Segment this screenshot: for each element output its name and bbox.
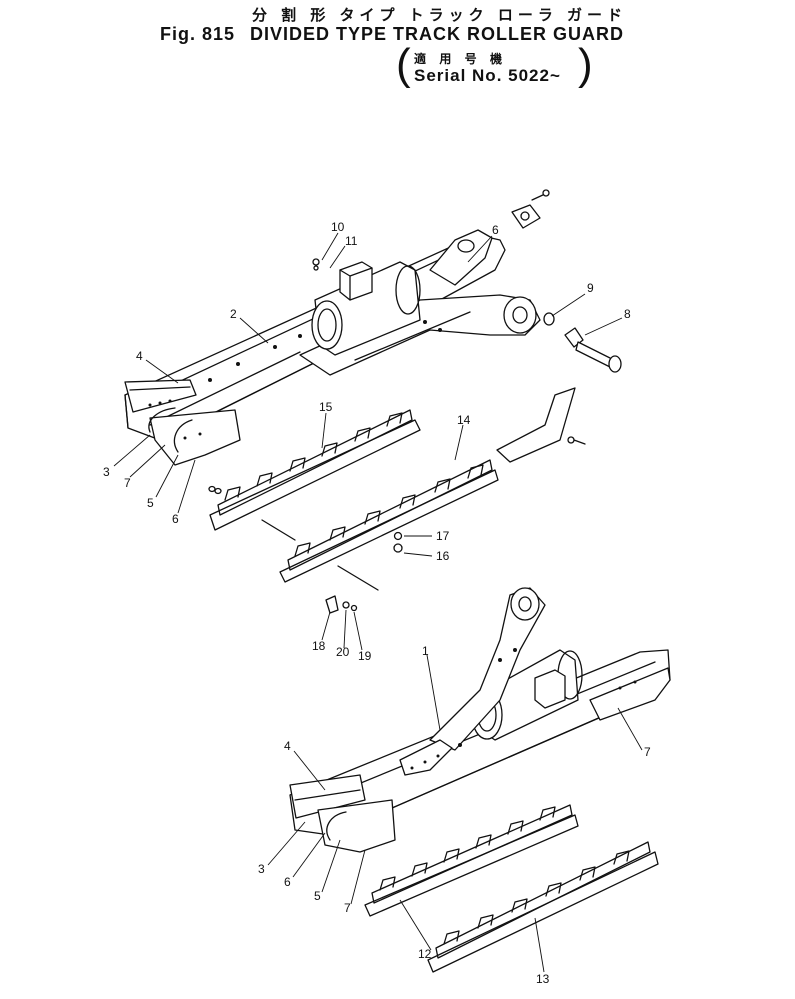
callout-4-lower: 4 [284,739,291,753]
upper-track-frame [124,229,541,466]
right-parenthesis: ) [578,40,593,89]
callout-15: 15 [319,400,333,414]
callout-14: 14 [457,413,471,427]
callout-6-upper: 6 [492,223,499,237]
callout-16: 16 [436,549,450,563]
callout-12: 12 [418,947,432,961]
callout-11: 11 [345,234,358,248]
guard-fasteners [261,519,403,614]
serial-number: Serial No. 5022~ [414,66,561,85]
upper-hardware [312,189,622,373]
callout-6-lower: 6 [284,875,291,889]
callout-3-lower: 3 [258,862,265,876]
left-parenthesis: ( [396,40,411,89]
figure-number: Fig. 815 [160,24,236,44]
callout-18: 18 [312,639,326,653]
callout-7-lower-right: 7 [644,745,651,759]
callout-7-upper: 7 [124,476,131,490]
lower-guard-13 [427,841,659,973]
lower-track-frame [289,587,671,853]
callout-20: 20 [336,645,350,659]
callout-8: 8 [624,307,631,321]
callout-7-lower: 7 [344,901,351,915]
callout-10: 10 [331,220,345,234]
callout-1: 1 [422,644,429,658]
callout-19: 19 [358,649,372,663]
callout-3-upper: 3 [103,465,110,479]
callout-2: 2 [230,307,237,321]
callout-13: 13 [536,972,550,986]
callout-labels: 10 11 6 9 8 2 4 3 7 5 6 15 14 17 16 18 2… [103,220,651,986]
upper-guard-14 [279,387,586,583]
callout-4-upper: 4 [136,349,143,363]
upper-guard-15 [208,409,421,531]
callout-17: 17 [436,529,450,543]
callout-9: 9 [587,281,594,295]
callout-5-lower: 5 [314,889,321,903]
serial-japanese: 適 用 号 機 [414,52,508,66]
japanese-title: 分 割 形 タイプ トラック ローラ ガード [252,7,628,24]
callout-6-upper-guard: 6 [172,512,179,526]
lower-guard-12 [364,804,579,917]
leader-lines [113,232,643,973]
callout-5-upper: 5 [147,496,154,510]
figure-title: DIVIDED TYPE TRACK ROLLER GUARD [250,24,625,44]
